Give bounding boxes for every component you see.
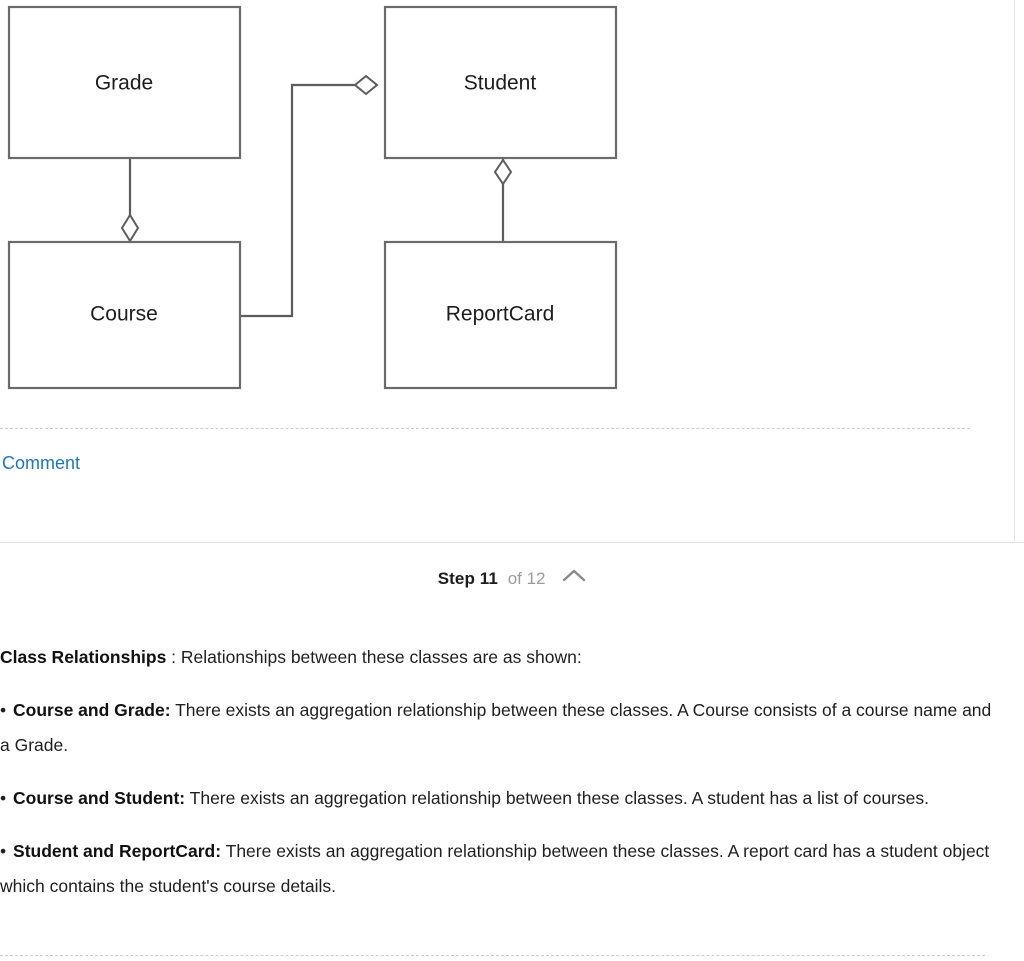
bullet-marker: • — [0, 788, 7, 808]
class-label-student: Student — [464, 72, 537, 95]
uml-class-diagram: Grade Student Course ReportCard — [0, 0, 640, 400]
bullet-text: There exists an aggregation relationship… — [0, 700, 992, 755]
comment-link[interactable]: Comment — [2, 453, 81, 473]
class-box-student — [383, 5, 618, 160]
aggregation-diamond-student-reportcard — [493, 158, 513, 186]
chevron-up-icon[interactable] — [562, 568, 586, 583]
bullet-term: Student and ReportCard: — [13, 841, 222, 861]
bullet-text: There exists an aggregation relationship… — [0, 841, 990, 896]
explanation-bullet: • Course and Grade: There exists an aggr… — [0, 693, 1000, 763]
intro-text: Relationships between these classes are … — [180, 647, 582, 667]
step-number-label: Step 11 — [437, 569, 498, 588]
step-explanation: Class Relationships : Relationships betw… — [0, 640, 1000, 904]
divider-bottom — [0, 955, 985, 956]
class-label-reportcard: ReportCard — [446, 303, 555, 326]
bullet-marker: • — [0, 700, 7, 720]
aggregation-diamond-course-student — [353, 74, 379, 96]
intro-term: Class Relationships — [0, 647, 167, 667]
step-total-label: of 12 — [507, 569, 546, 588]
class-box-grade — [7, 5, 242, 160]
uml-diagram-svg: Grade Student Course ReportCard — [7, 5, 618, 390]
bullet-marker: • — [0, 841, 7, 861]
class-box-reportcard — [383, 240, 618, 390]
bullet-term: Course and Grade: — [13, 700, 171, 720]
explanation-bullet: • Student and ReportCard: There exists a… — [0, 834, 1000, 904]
intro-separator: : — [166, 647, 181, 667]
step-header[interactable]: Step 11 of 12 — [0, 565, 1024, 593]
bullet-term: Course and Student: — [13, 788, 186, 808]
divider-above-comment — [0, 428, 970, 429]
divider-below-comment — [0, 542, 1024, 543]
link-course-student — [241, 83, 355, 318]
aggregation-diamond-grade-course — [120, 213, 140, 243]
solution-panel: Grade Student Course ReportCard Comment — [0, 0, 1015, 542]
explanation-bullet: • Course and Student: There exists an ag… — [0, 781, 1000, 816]
class-label-course: Course — [90, 303, 158, 326]
class-box-course — [7, 240, 242, 390]
explanation-intro: Class Relationships : Relationships betw… — [0, 640, 1000, 675]
bullet-text: There exists an aggregation relationship… — [185, 788, 929, 808]
class-label-grade: Grade — [95, 72, 153, 95]
